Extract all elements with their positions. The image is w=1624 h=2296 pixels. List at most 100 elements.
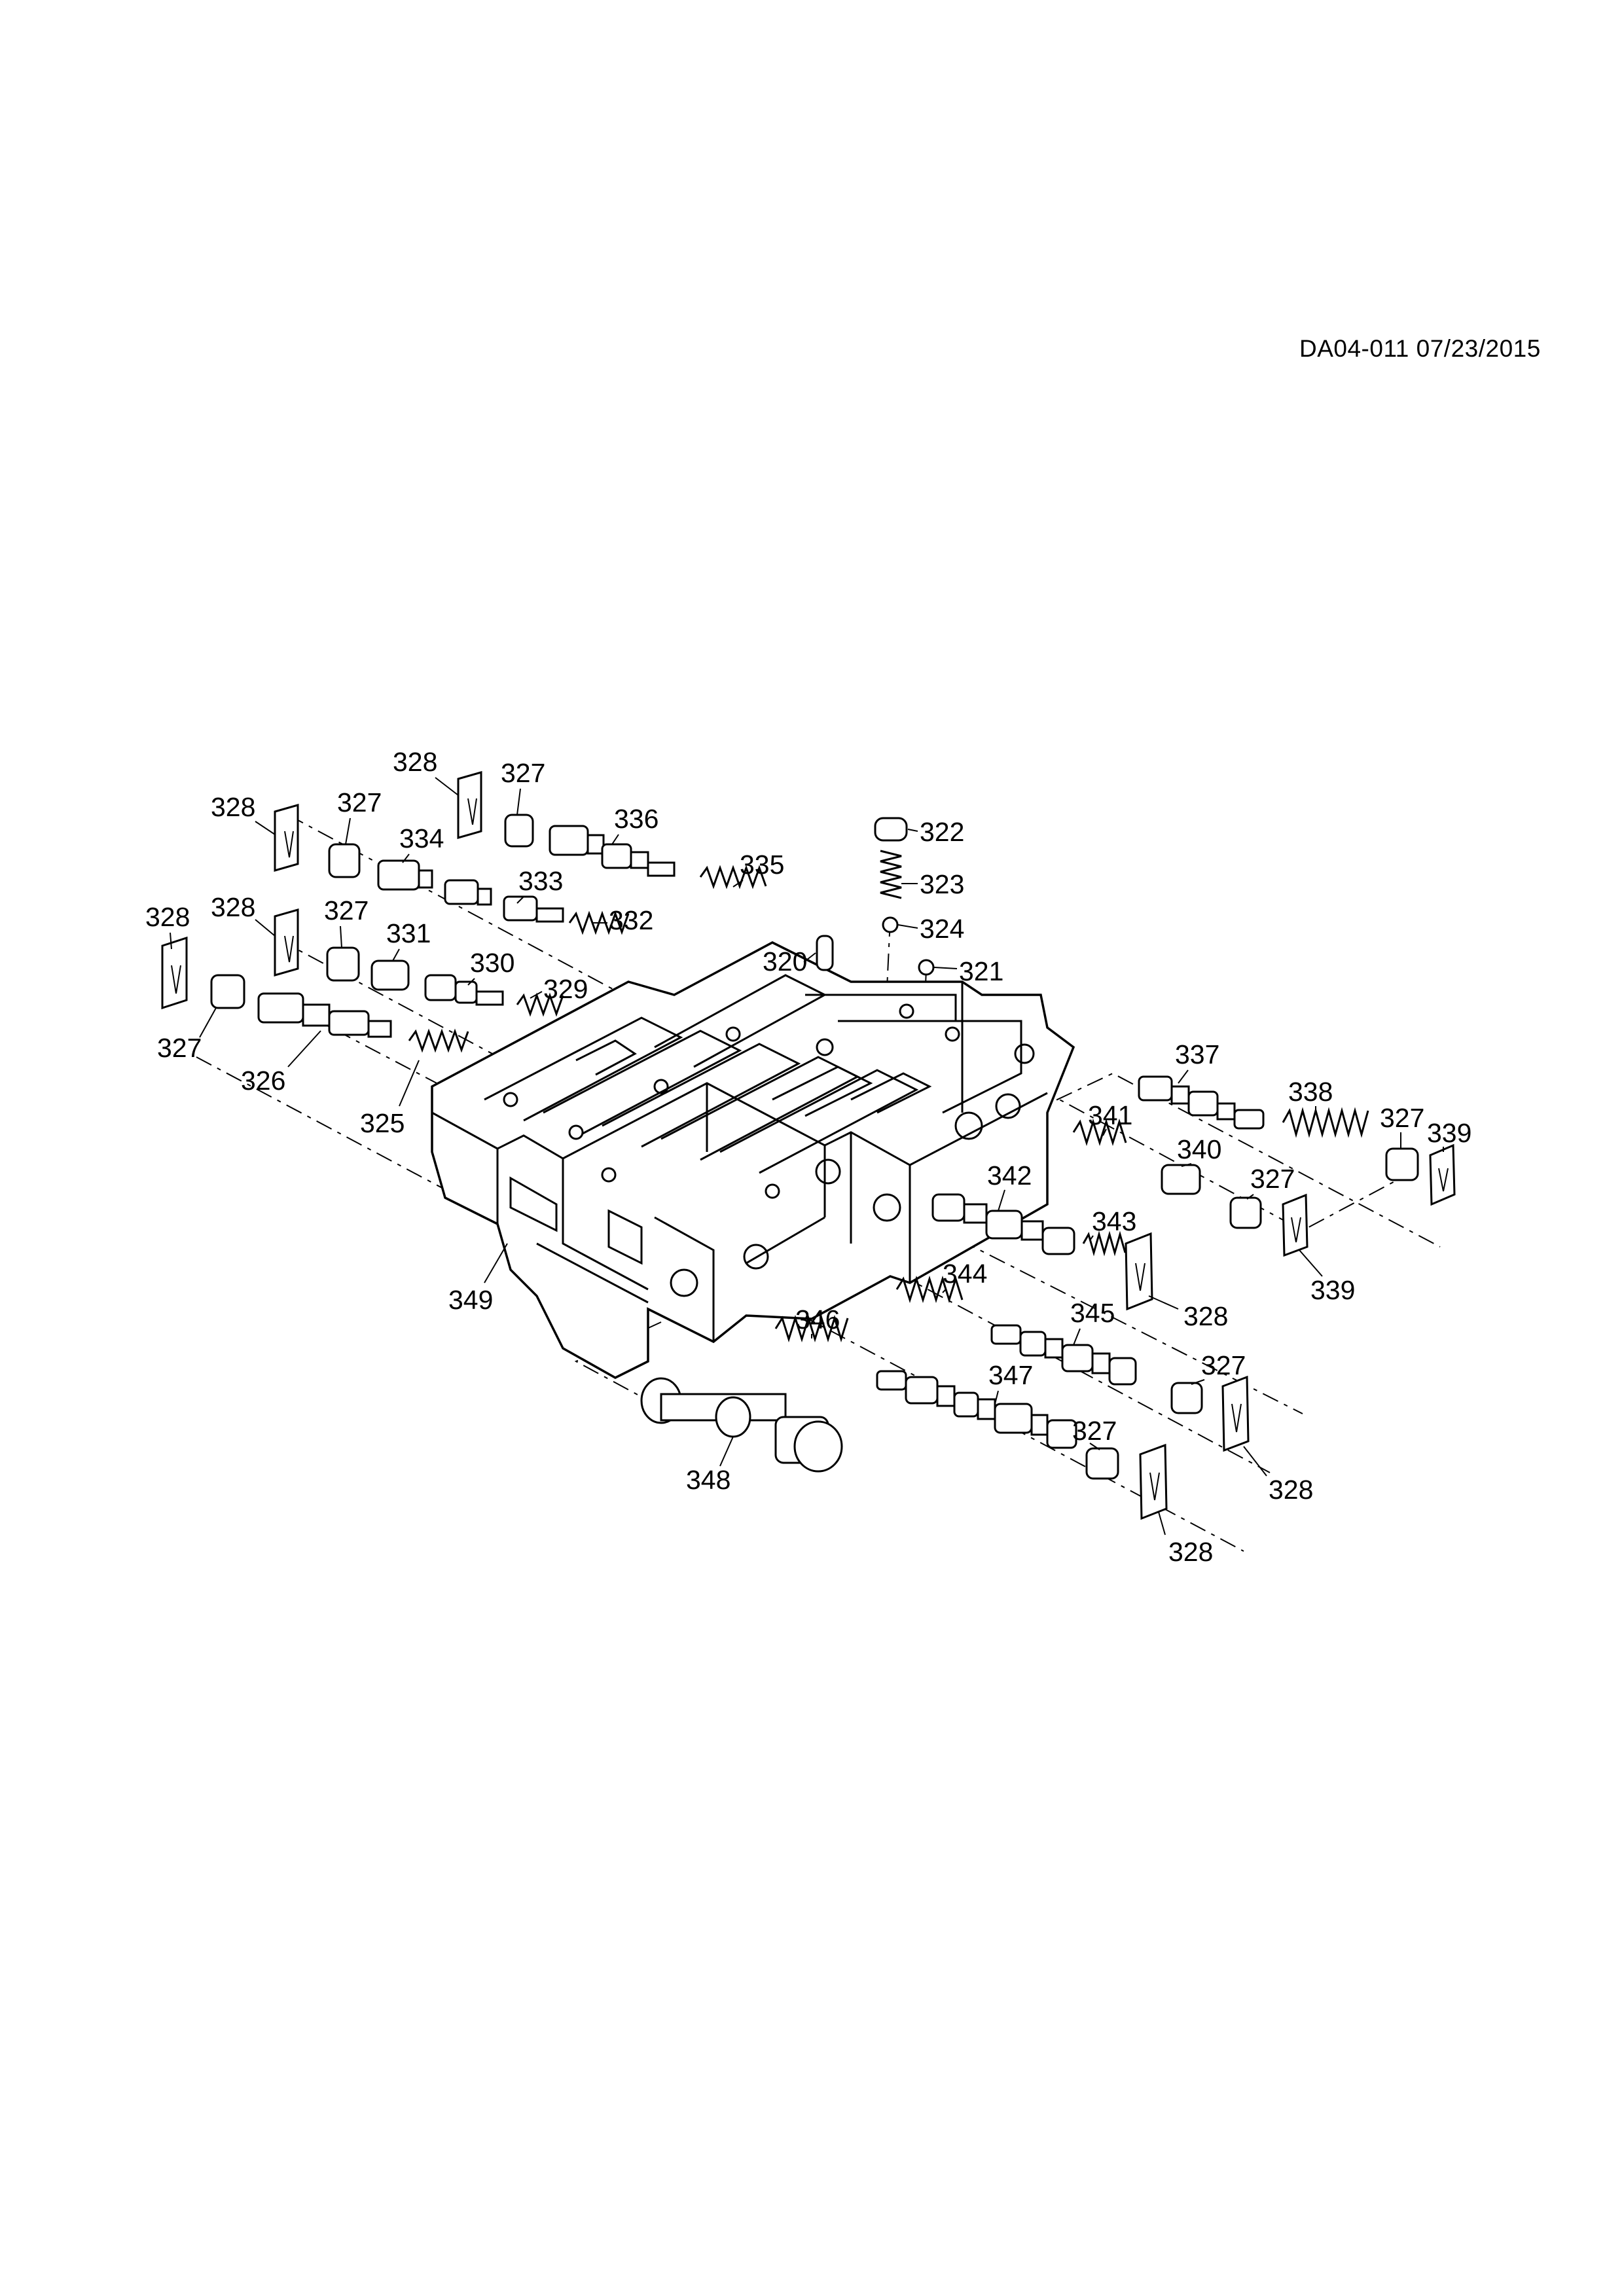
callout-332: 332 (609, 905, 653, 935)
valve-331 (370, 960, 410, 991)
callout-342: 342 (987, 1160, 1032, 1191)
callout-labels: 322 323 324 320 321 328 327 336 335 328 … (145, 747, 1471, 1567)
valve-342-land-b (985, 1210, 1023, 1240)
callout-328: 328 (1168, 1537, 1213, 1567)
callout-327: 327 (337, 787, 382, 817)
spring-346 (774, 1314, 849, 1343)
valve-347-land-d (1046, 1419, 1077, 1449)
valve-train-row-d (161, 936, 469, 1053)
callout-326: 326 (241, 1066, 285, 1096)
plug-327 (1085, 1447, 1119, 1480)
valve-334 (377, 859, 420, 891)
callout-333: 333 (518, 866, 563, 896)
valve-347-land-b (953, 1391, 979, 1418)
valve-336-stem (586, 834, 605, 855)
body-channels (484, 974, 1022, 1265)
plug-327 (326, 946, 360, 982)
body-bores (503, 1003, 1035, 1297)
valve-333-land-a (444, 879, 479, 905)
retainer-clip-339 (1282, 1193, 1308, 1257)
valve-train-row-b (274, 804, 630, 935)
retainer-clip-328 (1125, 1232, 1153, 1311)
valve-326-tip (367, 1020, 392, 1038)
spring-335 (699, 865, 767, 889)
callout-338: 338 (1288, 1077, 1333, 1107)
valve-347-stem-b (977, 1398, 996, 1420)
valve-326-stem (302, 1003, 331, 1027)
valve-336-tip (647, 861, 676, 877)
plug-322 (874, 817, 908, 842)
plug-327 (210, 974, 245, 1009)
callout-330: 330 (470, 948, 514, 978)
spring-325 (408, 1028, 469, 1053)
callout-324: 324 (920, 914, 964, 944)
ball-324 (882, 916, 899, 933)
spring-344 (895, 1275, 964, 1304)
callout-320: 320 (763, 946, 807, 977)
callout-323: 323 (920, 869, 964, 899)
valve-body-349 (431, 941, 1075, 1379)
callout-343: 343 (1092, 1206, 1136, 1236)
callout-327: 327 (157, 1033, 202, 1063)
plug-327 (1170, 1382, 1203, 1414)
spring-323 (880, 850, 902, 899)
valve-330-land-b (454, 980, 478, 1004)
callout-328: 328 (145, 902, 190, 932)
plug-327 (328, 843, 361, 878)
valve-336-land-b (601, 843, 632, 869)
valve-337-tip (1233, 1109, 1265, 1130)
callout-345: 345 (1070, 1298, 1115, 1328)
retainer-clip-328 (161, 936, 188, 1010)
pin-320 (816, 935, 834, 971)
retainer-clip-339 (1429, 1143, 1456, 1206)
valve-333-tip (535, 907, 564, 923)
callout-328: 328 (211, 892, 255, 922)
callout-328: 328 (1183, 1301, 1228, 1331)
valve-347-stem (936, 1385, 956, 1407)
valve-train-row-g (931, 1193, 1153, 1311)
valve-326-land-b (328, 1010, 370, 1036)
valve-train-row-c (274, 908, 564, 1017)
callout-331: 331 (386, 918, 431, 948)
callout-327: 327 (1201, 1350, 1246, 1380)
callout-339: 339 (1427, 1118, 1471, 1148)
valve-345-stem (1044, 1338, 1064, 1359)
callout-327: 327 (1380, 1103, 1424, 1133)
callout-347: 347 (988, 1360, 1033, 1390)
plug-327 (1385, 1147, 1419, 1181)
valve-334-stem (418, 869, 433, 889)
valve-345-tip (990, 1324, 1022, 1345)
callout-348: 348 (686, 1465, 731, 1495)
callout-328: 328 (393, 747, 437, 777)
valve-326-land-a (257, 992, 304, 1024)
callout-349: 349 (448, 1285, 493, 1315)
callout-346: 346 (795, 1304, 840, 1335)
valve-train-row-h (895, 1275, 1250, 1452)
valve-345-land-c (1108, 1357, 1137, 1386)
valve-342-stem-b (1020, 1220, 1044, 1241)
valve-train-row-e (1138, 1075, 1456, 1206)
spring-338 (1282, 1107, 1369, 1138)
callout-335: 335 (740, 850, 784, 880)
valve-336-land-c (630, 851, 649, 869)
callout-328: 328 (211, 792, 255, 822)
valve-330-land-a (424, 974, 457, 1001)
valve-train-row-i (774, 1314, 1168, 1520)
valve-336-land-a (549, 825, 589, 856)
valve-330-tip (475, 990, 504, 1006)
valve-347-land-c (994, 1403, 1033, 1434)
callout-325: 325 (360, 1108, 405, 1138)
callout-329: 329 (543, 974, 588, 1004)
valve-train-row-a (457, 771, 767, 889)
callout-339: 339 (1310, 1275, 1355, 1305)
callout-337: 337 (1175, 1039, 1219, 1069)
callout-327: 327 (1072, 1416, 1117, 1446)
retainer-clip-328 (1221, 1375, 1250, 1452)
callout-322: 322 (920, 817, 964, 847)
plug-327 (1229, 1196, 1262, 1229)
valve-333-stem (477, 888, 492, 906)
callout-328: 328 (1269, 1475, 1313, 1505)
callout-341: 341 (1088, 1100, 1132, 1130)
spring-341 (1072, 1118, 1127, 1147)
